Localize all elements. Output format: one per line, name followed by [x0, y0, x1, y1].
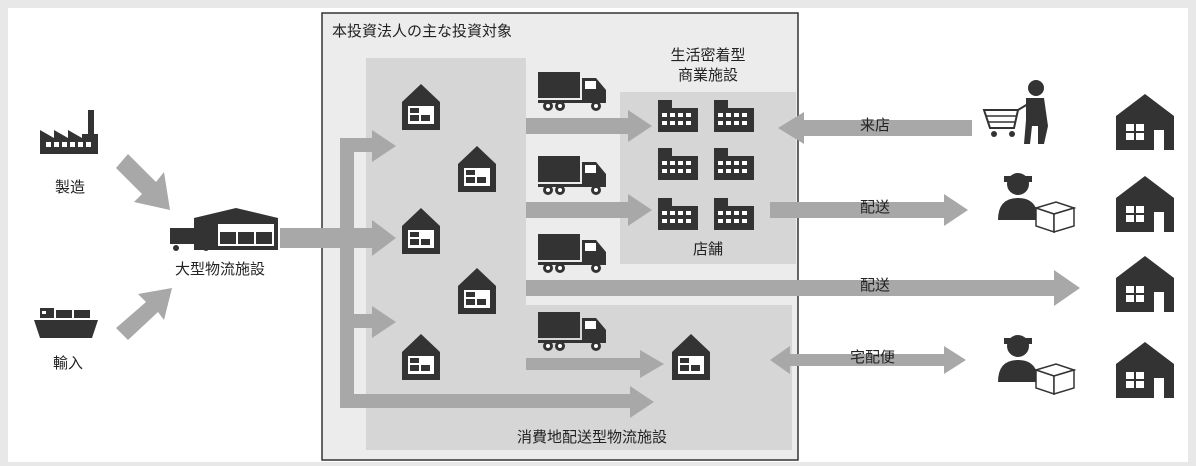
home-delivery-label: 宅配便	[850, 348, 896, 366]
courier-icon	[997, 172, 1075, 233]
inbound-arrows	[116, 110, 1080, 418]
house-icon	[1116, 176, 1174, 232]
delivery-label: 配送	[860, 276, 891, 294]
courier-icon	[997, 334, 1075, 395]
retail-facility-region	[620, 92, 796, 264]
delivery-label: 配送	[860, 198, 891, 216]
house-icon	[1116, 256, 1174, 312]
logistics-facility-label: 消費地配送型物流施設	[516, 428, 668, 446]
large-facility-label: 大型物流施設	[174, 260, 266, 278]
ship-icon	[34, 308, 98, 338]
retail-title-line2: 商業施設	[677, 66, 739, 84]
store-label: 店舗	[692, 240, 724, 258]
factory-icon	[40, 110, 98, 154]
import-label: 輸入	[52, 354, 84, 372]
main-box-title: 本投資法人の主な投資対象	[332, 22, 513, 40]
manufacturing-label: 製造	[54, 178, 86, 196]
shopper-icon	[982, 80, 1048, 144]
large-facility-icon	[170, 208, 278, 251]
retail-title-line1: 生活密着型	[670, 46, 746, 64]
house-icon	[1116, 342, 1174, 398]
house-icon	[1116, 94, 1174, 150]
visit-label: 来店	[860, 116, 891, 134]
